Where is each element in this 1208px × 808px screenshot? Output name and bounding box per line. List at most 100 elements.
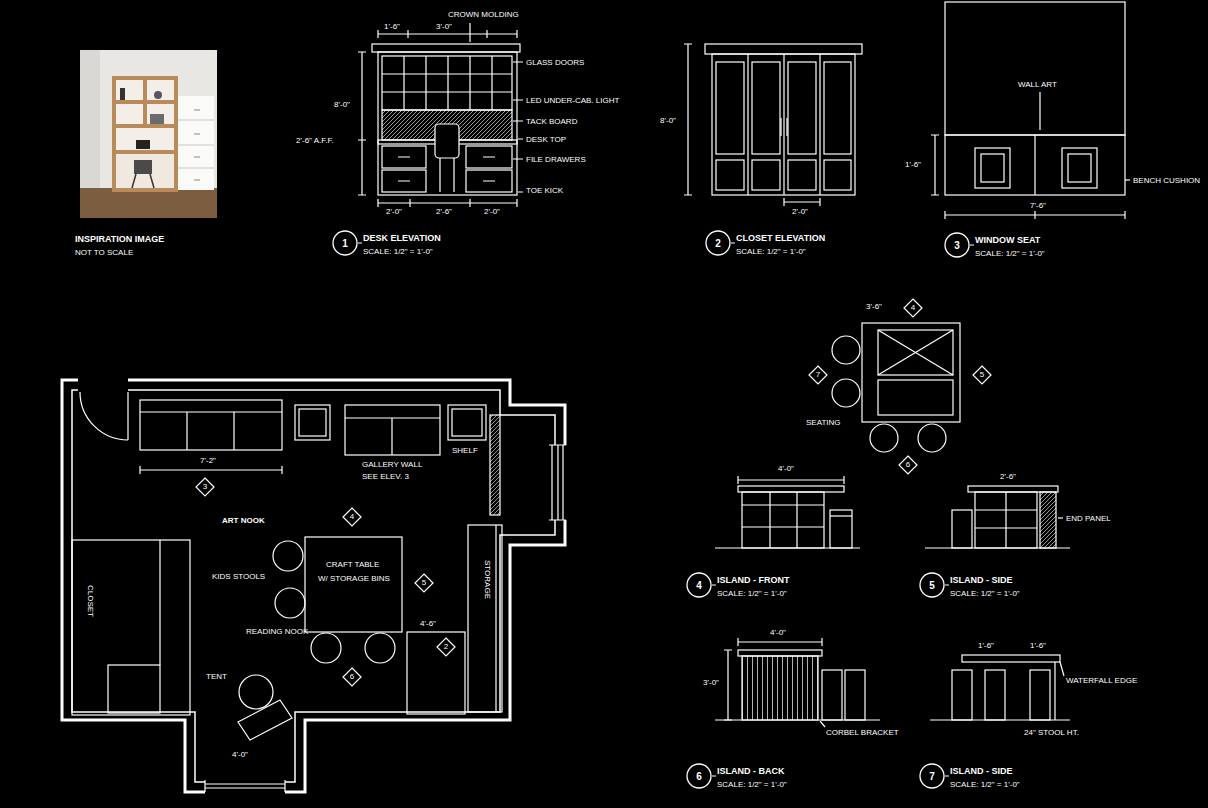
closet-elevation <box>684 44 862 206</box>
note-label: LED UNDER-CAB. LIGHT <box>526 96 619 105</box>
island-plan <box>832 379 860 407</box>
island-plan <box>832 323 960 452</box>
section-tag-diamond: 5 <box>972 365 992 385</box>
island-elevation <box>1060 662 1064 676</box>
island-elevation <box>742 492 824 548</box>
dimension-label: 2'-6" <box>436 207 452 216</box>
tag-number: 4 <box>911 304 915 313</box>
dimension-label: 2'-6" <box>1000 472 1016 481</box>
island-elevation <box>822 670 842 720</box>
note-label: SEE ELEV. 3 <box>362 472 409 481</box>
dimension-label: 2'-0" <box>484 207 500 216</box>
island-elevation <box>1040 492 1056 548</box>
dimension-label: 1'-6" <box>978 641 994 650</box>
note-label: TENT <box>206 672 227 681</box>
desk-elevation <box>470 23 523 192</box>
callout-number: 1 <box>342 238 348 249</box>
floor-plan <box>140 412 282 450</box>
dimension-label: 4'-0" <box>770 628 786 637</box>
callout-tick <box>358 243 362 244</box>
island-elevation <box>952 670 972 720</box>
view-title: ISLAND - BACK <box>717 766 785 776</box>
callout-circle <box>687 764 711 788</box>
island-elevation <box>830 515 852 516</box>
desk-elevation <box>382 56 512 110</box>
island-plan <box>918 424 946 452</box>
island-elevation <box>738 638 822 646</box>
island-plan <box>878 330 953 375</box>
callout-circle <box>706 231 730 255</box>
window-seat-elevation <box>975 148 1010 188</box>
note-label: SCALE: 1/2" = 1'-0" <box>950 589 1020 598</box>
dimension-label: 4'-0" <box>232 750 248 759</box>
floor-plan <box>311 633 341 663</box>
view-callout-circle: 4 <box>686 572 712 598</box>
note-label: TACK BOARD <box>526 117 577 126</box>
callout-tick <box>945 585 949 586</box>
section-tag-diamond: 3 <box>195 477 215 497</box>
window-seat-elevation <box>931 2 1130 219</box>
island-elevation <box>715 476 1070 727</box>
tag-number: 5 <box>422 579 426 588</box>
floor-plan <box>495 525 496 712</box>
inspiration-photo <box>80 188 217 218</box>
inspiration-photo <box>116 154 174 188</box>
note-label: CRAFT TABLE <box>326 560 379 569</box>
view-title: CLOSET ELEVATION <box>736 233 825 243</box>
callout-number: 2 <box>715 238 721 249</box>
dimension-label: 7'-6" <box>1030 201 1046 210</box>
note-label: FILE DRAWERS <box>526 155 586 164</box>
note-label: SHELF <box>452 446 478 455</box>
floor-plan <box>275 588 305 618</box>
dimension-label: 4'-0" <box>778 464 794 473</box>
floor-plan <box>72 540 190 715</box>
view-callout-circle: 5 <box>919 572 945 598</box>
floor-plan <box>62 374 568 797</box>
callout-circle <box>687 573 711 597</box>
view-callout-circle: 1 <box>332 230 358 256</box>
dimension-label: 8'-0" <box>334 100 350 109</box>
floor-plan <box>448 405 486 440</box>
desk-elevation <box>378 199 517 207</box>
inspiration-photo <box>178 120 214 168</box>
view-callout-circle: 6 <box>686 763 712 789</box>
section-tag-diamond: 4 <box>342 507 362 527</box>
dimension-label: 2'-0" <box>386 207 402 216</box>
desk-elevation <box>372 44 520 52</box>
dimension-label: 1'-6" <box>905 160 921 169</box>
closet-elevation <box>781 118 787 136</box>
closet-elevation <box>788 160 816 190</box>
floor-plan <box>468 525 502 712</box>
callout-number: 7 <box>929 771 935 782</box>
callout-tick <box>712 776 716 777</box>
view-title: WINDOW SEAT <box>975 235 1040 245</box>
inspiration-photo <box>116 128 174 150</box>
island-elevation <box>820 721 825 727</box>
window-seat-elevation <box>1125 179 1130 180</box>
note-label: ART NOOK <box>222 516 265 525</box>
floor-plan <box>205 777 285 797</box>
dimension-label: 3'-0" <box>703 678 719 687</box>
inspiration-photo <box>154 91 162 99</box>
note-label: 24" STOOL HT. <box>1024 728 1079 737</box>
island-elevation <box>975 492 1037 548</box>
tag-diamond <box>343 508 361 526</box>
callout-number: 6 <box>696 771 702 782</box>
floor-plan <box>62 380 565 792</box>
callout-circle <box>920 573 944 597</box>
inspiration-photo <box>136 140 150 149</box>
note-label: WALL ART <box>1018 80 1057 89</box>
window-seat-elevation <box>1039 92 1040 130</box>
floor-plan <box>345 405 440 455</box>
inspiration-photo <box>194 110 200 180</box>
note-label: TOE KICK <box>526 186 563 195</box>
callout-tick <box>970 245 974 246</box>
section-tag-diamond: 6 <box>342 667 362 687</box>
desk-elevation <box>358 52 366 195</box>
note-label: DESK TOP <box>526 135 566 144</box>
tag-diamond <box>899 456 917 474</box>
island-elevation <box>952 510 972 548</box>
callout-circle <box>333 231 357 255</box>
desk-elevation <box>440 158 454 192</box>
